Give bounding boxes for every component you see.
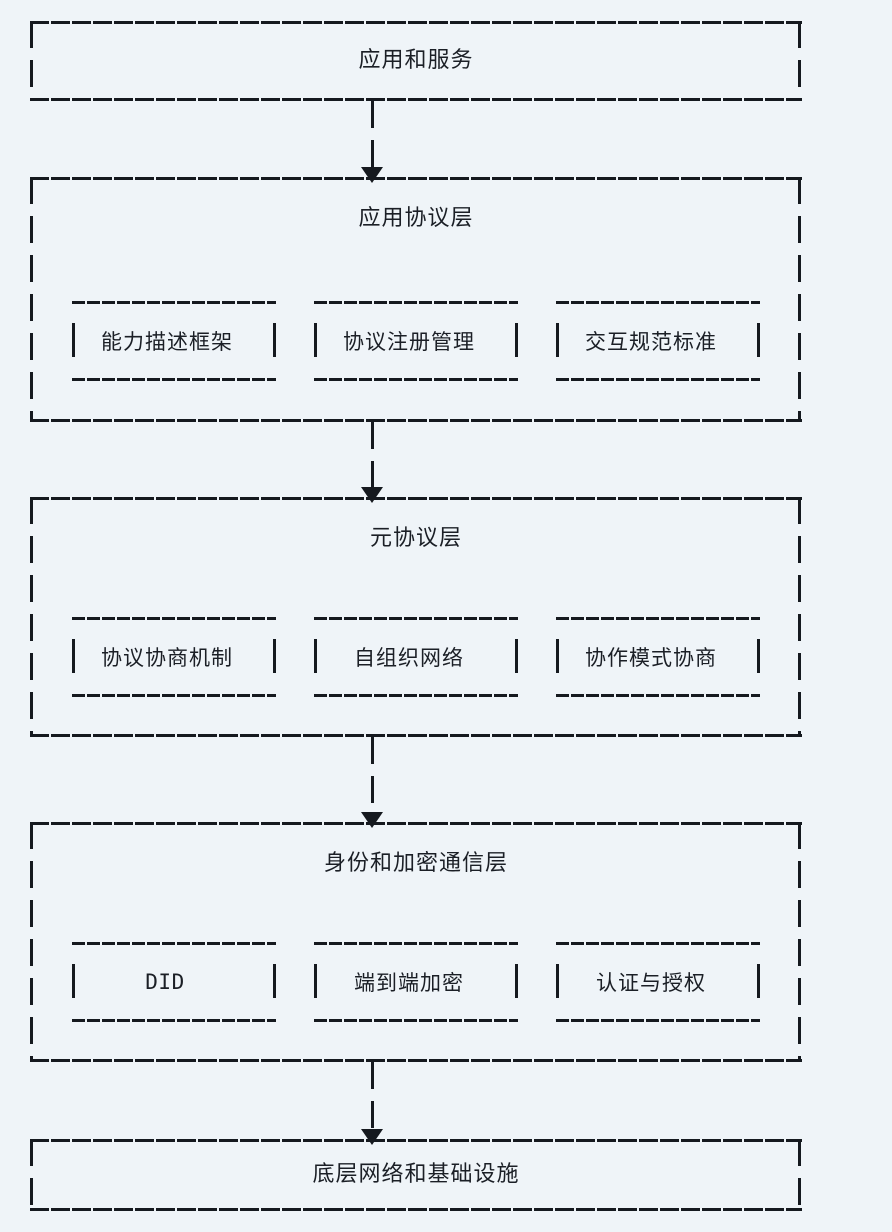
box-left-border: [30, 822, 33, 1062]
component-capability-description-framework[interactable]: 能力描述框架: [72, 301, 276, 381]
box-top-border: [30, 177, 802, 180]
subbox-top-border: [314, 301, 518, 304]
subbox-bottom-border: [314, 1019, 518, 1022]
box-top-border: [30, 822, 802, 825]
subbox-left-border: [314, 617, 317, 697]
subbox-bottom-border: [72, 1019, 276, 1022]
subbox-right-border: [515, 301, 518, 381]
subbox-right-border: [757, 617, 760, 697]
layer-application-protocol[interactable]: 应用协议层 能力描述框架 协议注册管理 交互规范标准: [30, 177, 802, 422]
subbox-bottom-border: [314, 378, 518, 381]
subbox-top-border: [556, 617, 760, 620]
layer-title: 底层网络和基础设施: [312, 1162, 520, 1187]
component-did[interactable]: DID: [72, 942, 276, 1022]
box-right-border: [798, 21, 801, 101]
box-bottom-border: [30, 419, 802, 422]
subbox-top-border: [556, 301, 760, 304]
subbox-bottom-border: [556, 378, 760, 381]
box-left-border: [30, 177, 33, 422]
component-protocol-registry-management[interactable]: 协议注册管理: [314, 301, 518, 381]
layer-application-and-services[interactable]: 应用和服务: [30, 21, 802, 101]
subbox-top-border: [72, 301, 276, 304]
layer-title: 元协议层: [369, 526, 462, 551]
subbox-left-border: [314, 942, 317, 1022]
subbox-top-border: [72, 617, 276, 620]
subbox-left-border: [72, 942, 75, 1022]
box-bottom-border: [30, 734, 802, 737]
component-row: 能力描述框架 协议注册管理 交互规范标准: [72, 301, 760, 381]
box-top-border: [30, 1139, 802, 1142]
subbox-left-border: [72, 617, 75, 697]
box-left-border: [30, 1139, 33, 1211]
subbox-right-border: [515, 942, 518, 1022]
component-end-to-end-encryption[interactable]: 端到端加密: [314, 942, 518, 1022]
connector-line-2: [371, 422, 374, 494]
component-label: 协议协商机制: [101, 646, 233, 670]
subbox-top-border: [314, 942, 518, 945]
subbox-left-border: [314, 301, 317, 381]
subbox-right-border: [273, 617, 276, 697]
component-label: 协议注册管理: [343, 330, 475, 354]
subbox-right-border: [757, 942, 760, 1022]
subbox-top-border: [556, 942, 760, 945]
component-label: 协作模式协商: [585, 646, 717, 670]
component-protocol-negotiation-mechanism[interactable]: 协议协商机制: [72, 617, 276, 697]
box-right-border: [798, 177, 801, 422]
box-top-border: [30, 21, 802, 24]
subbox-top-border: [72, 942, 276, 945]
layer-title: 应用协议层: [358, 206, 474, 231]
layer-identity-and-encrypted-communication[interactable]: 身份和加密通信层 DID 端到端加密 认证与授权: [30, 822, 802, 1062]
subbox-left-border: [556, 301, 559, 381]
component-self-organizing-network[interactable]: 自组织网络: [314, 617, 518, 697]
layer-title: 身份和加密通信层: [323, 851, 508, 876]
box-left-border: [30, 497, 33, 737]
subbox-right-border: [757, 301, 760, 381]
component-label: 认证与授权: [596, 971, 706, 995]
component-label: DID: [145, 970, 185, 994]
subbox-left-border: [72, 301, 75, 381]
connector-line-4: [371, 1062, 374, 1134]
box-right-border: [798, 1139, 801, 1211]
box-right-border: [798, 822, 801, 1062]
subbox-top-border: [314, 617, 518, 620]
box-bottom-border: [30, 98, 802, 101]
subbox-bottom-border: [72, 378, 276, 381]
subbox-bottom-border: [72, 694, 276, 697]
layer-underlying-network-and-infrastructure[interactable]: 底层网络和基础设施: [30, 1139, 802, 1211]
component-row: DID 端到端加密 认证与授权: [72, 942, 760, 1022]
box-top-border: [30, 497, 802, 500]
subbox-left-border: [556, 617, 559, 697]
subbox-bottom-border: [314, 694, 518, 697]
subbox-bottom-border: [556, 694, 760, 697]
component-collaboration-mode-negotiation[interactable]: 协作模式协商: [556, 617, 760, 697]
subbox-left-border: [556, 942, 559, 1022]
component-row: 协议协商机制 自组织网络 协作模式协商: [72, 617, 760, 697]
connector-line-1: [371, 101, 374, 173]
layer-title: 应用和服务: [358, 48, 474, 73]
box-bottom-border: [30, 1208, 802, 1211]
connector-line-3: [371, 737, 374, 809]
component-interaction-specification-standard[interactable]: 交互规范标准: [556, 301, 760, 381]
layer-meta-protocol[interactable]: 元协议层 协议协商机制 自组织网络 协作模式协商: [30, 497, 802, 737]
subbox-right-border: [273, 301, 276, 381]
component-label: 自组织网络: [354, 646, 464, 670]
component-label: 交互规范标准: [585, 330, 717, 354]
subbox-bottom-border: [556, 1019, 760, 1022]
subbox-right-border: [273, 942, 276, 1022]
component-label: 端到端加密: [354, 971, 464, 995]
box-bottom-border: [30, 1059, 802, 1062]
box-right-border: [798, 497, 801, 737]
component-authentication-and-authorization[interactable]: 认证与授权: [556, 942, 760, 1022]
box-left-border: [30, 21, 33, 101]
subbox-right-border: [515, 617, 518, 697]
component-label: 能力描述框架: [101, 330, 233, 354]
